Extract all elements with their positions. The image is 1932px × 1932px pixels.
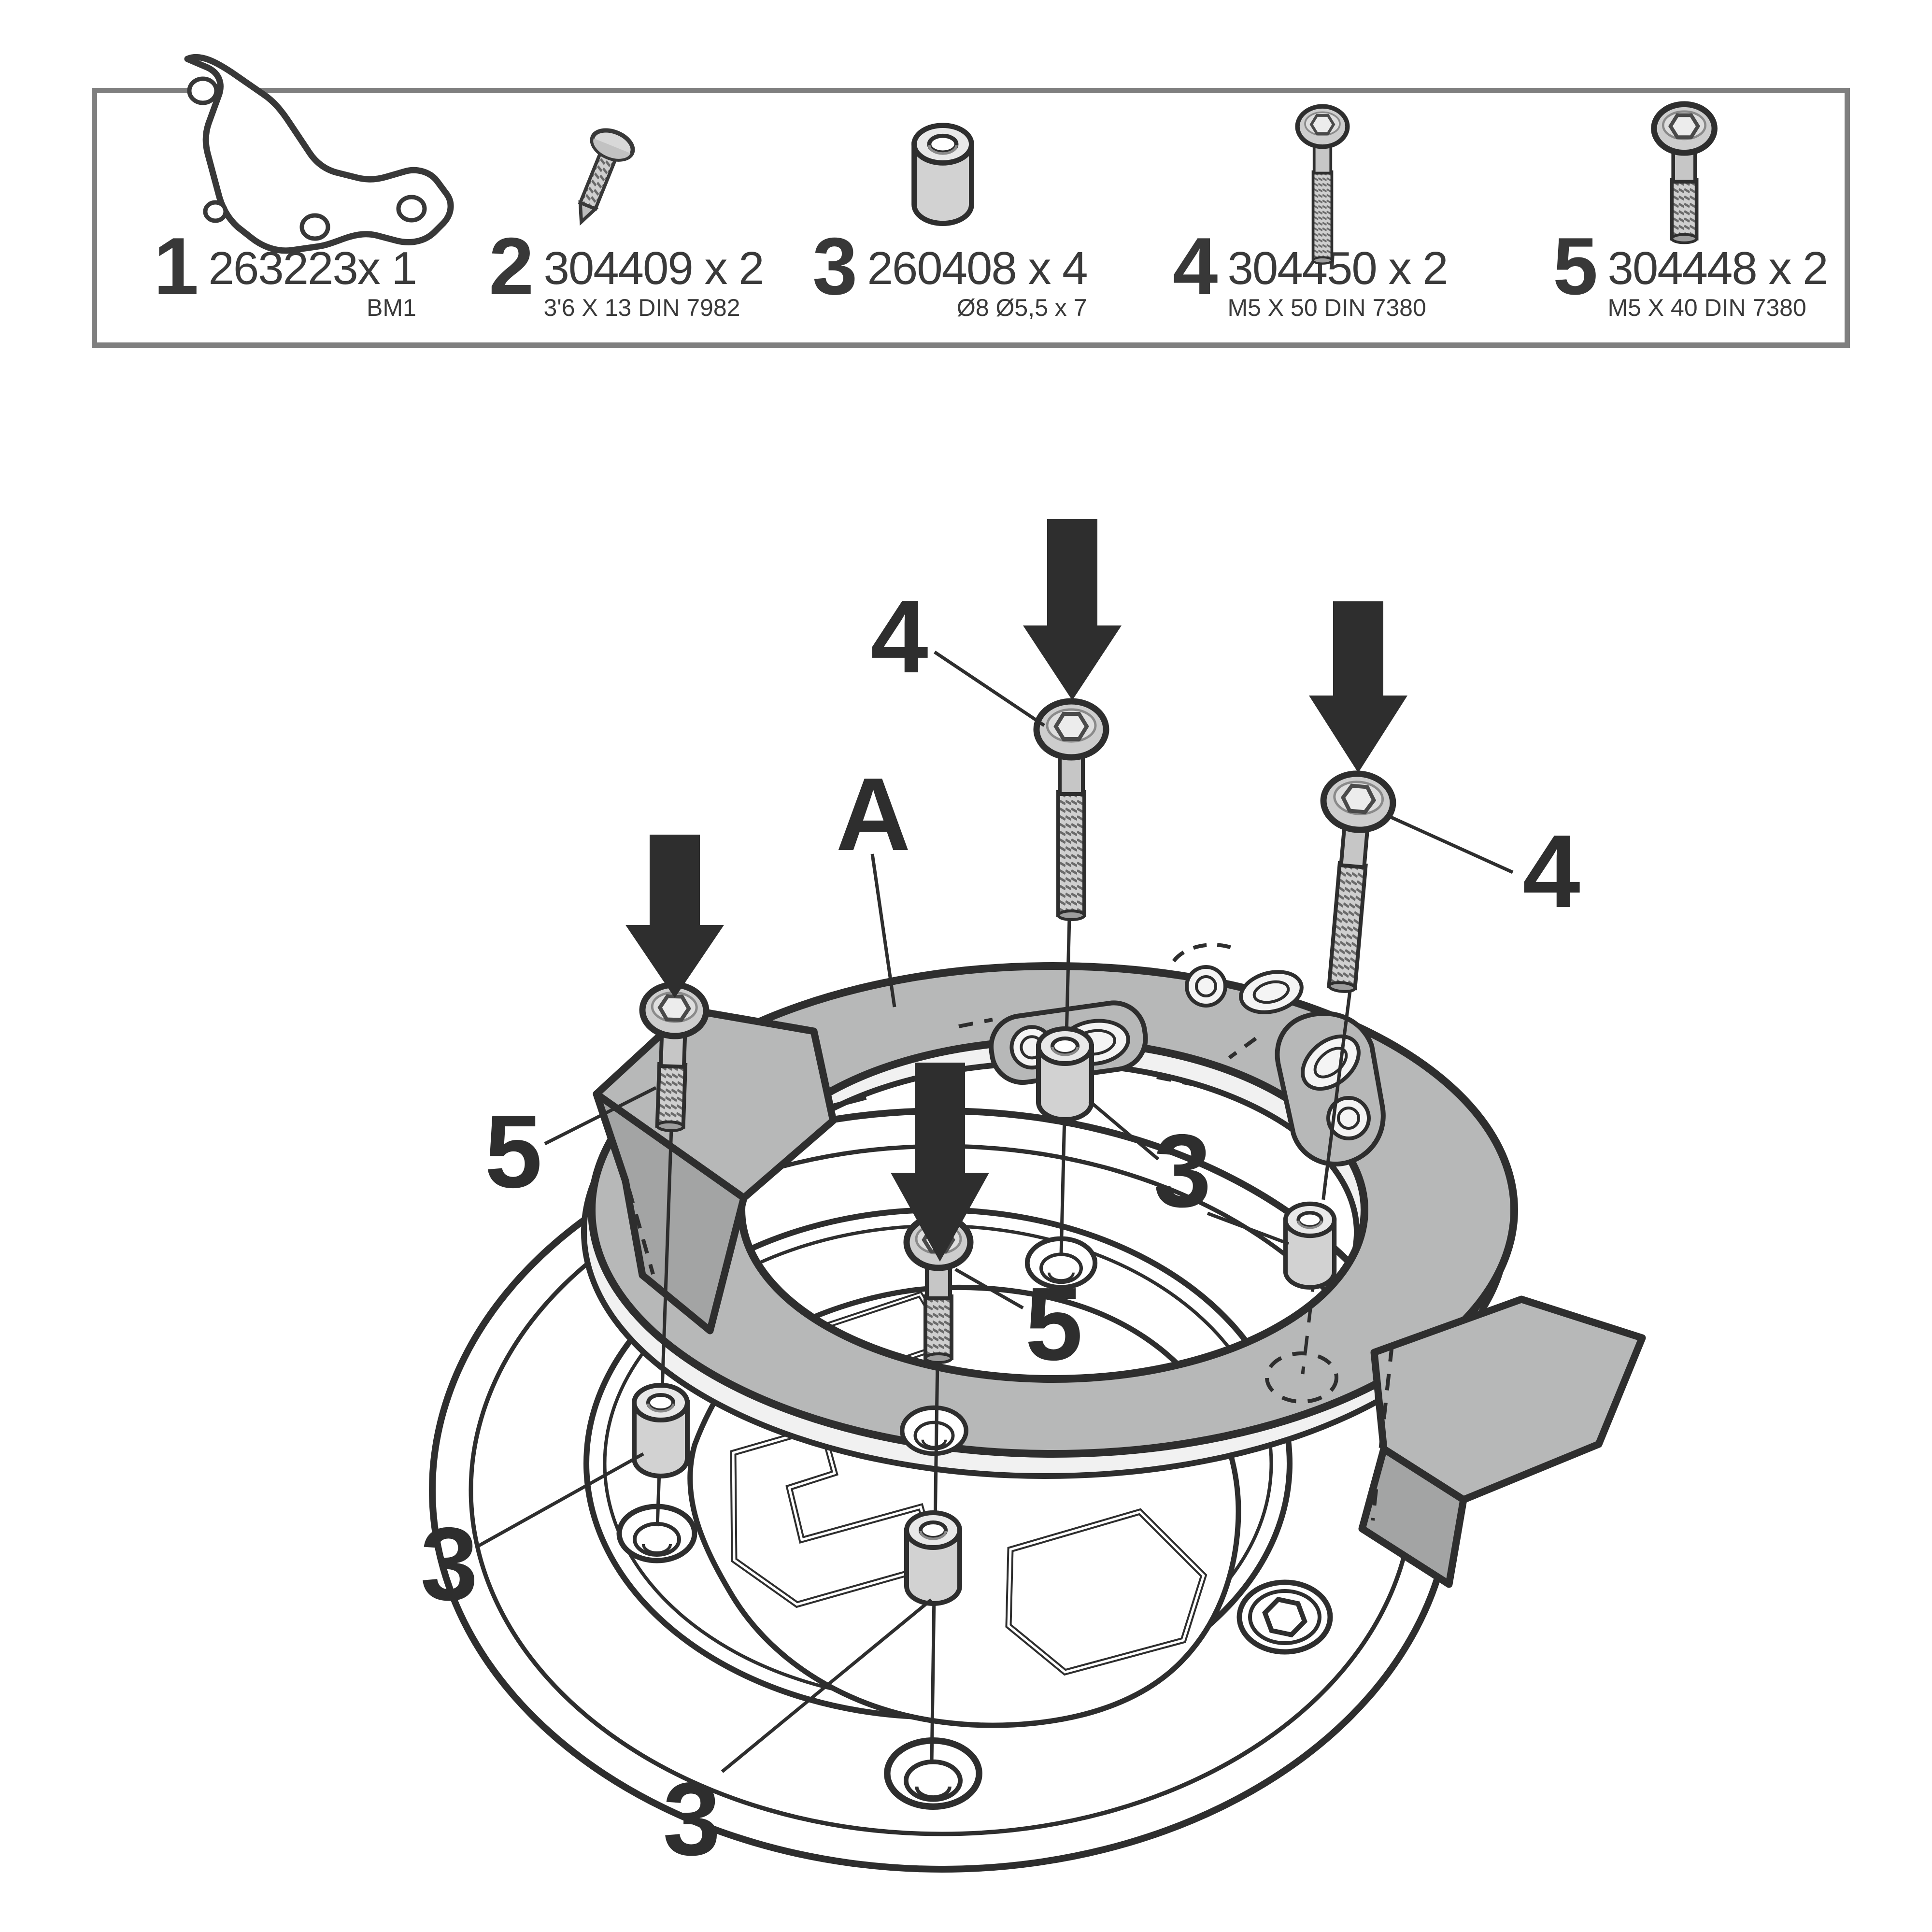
callout-3-left: 3 <box>420 1506 478 1622</box>
callout-4-top: 4 <box>870 578 928 695</box>
part-spec: M5 X 50 DIN 7380 <box>1227 294 1426 321</box>
tapping-screw-icon <box>578 128 635 226</box>
hex-socket-screw <box>1236 1579 1333 1655</box>
ring-right-tab <box>1265 1295 1646 1588</box>
press-arrows <box>625 519 1407 1262</box>
arrow-down-icon <box>625 835 724 998</box>
spacer-4 <box>907 1513 960 1604</box>
part-number: 3 <box>812 221 857 312</box>
ring-left-tab <box>593 1006 837 1335</box>
part-number: 1 <box>154 221 199 312</box>
part-item-1: 1 263223x 1 BM1 <box>154 221 417 321</box>
part-item-4: 4 304450 x 2 M5 X 50 DIN 7380 <box>1173 221 1449 321</box>
bolt-m5x50-icon <box>1297 106 1348 263</box>
ring-callout-A: A <box>836 756 910 872</box>
arrow-down-icon <box>1309 601 1407 773</box>
arrow-down-icon <box>1023 519 1122 700</box>
part-item-2: 2 304409 x 2 3'6 X 13 DIN 7982 <box>489 221 765 321</box>
part-spec: M5 X 40 DIN 7380 <box>1607 294 1806 321</box>
part-spec: BM1 <box>367 294 416 321</box>
part-spec: 3'6 X 13 DIN 7982 <box>543 294 740 321</box>
part-item-3: 3 260408 x 4 Ø8 Ø5,5 x 7 <box>812 221 1088 321</box>
bolt-m5x50-top <box>1037 701 1106 920</box>
ring-slot-group-upper-right <box>1172 943 1304 1014</box>
callout-4-right: 4 <box>1522 813 1580 929</box>
callout-3-bottom: 3 <box>663 1761 721 1877</box>
callout-5-center: 5 <box>1025 1265 1083 1382</box>
adapter-ring <box>581 943 1646 1588</box>
spacer-bushing-icon <box>914 126 972 224</box>
part-number: 2 <box>489 221 534 312</box>
ring-front-hole <box>902 1407 966 1453</box>
bracket-icon <box>184 54 454 254</box>
part-code: 260408 x 4 <box>867 242 1088 294</box>
part-number: 4 <box>1173 221 1218 312</box>
spacer-2 <box>1285 1204 1334 1287</box>
part-code: 304448 x 2 <box>1607 242 1828 294</box>
spacer-3 <box>634 1385 687 1476</box>
callout-5-left: 5 <box>484 1093 542 1209</box>
ring-slot-group-right <box>1228 1011 1386 1167</box>
leader-lines <box>476 651 1514 1773</box>
spacer-1 <box>1038 1029 1092 1120</box>
part-code: 304409 x 2 <box>543 242 764 294</box>
bolt-m5x50-right <box>1307 771 1395 994</box>
part-item-5: 5 304448 x 2 M5 X 40 DIN 7380 <box>1553 221 1829 321</box>
part-spec: Ø8 Ø5,5 x 7 <box>956 294 1087 321</box>
part-code: 263223x 1 <box>208 242 417 294</box>
part-number: 5 <box>1553 221 1598 312</box>
bolt-m5x40-icon <box>1654 104 1714 243</box>
part-code: 304450 x 2 <box>1227 242 1448 294</box>
callout-3-right: 3 <box>1153 1112 1211 1229</box>
arrow-down-icon <box>891 1063 989 1262</box>
